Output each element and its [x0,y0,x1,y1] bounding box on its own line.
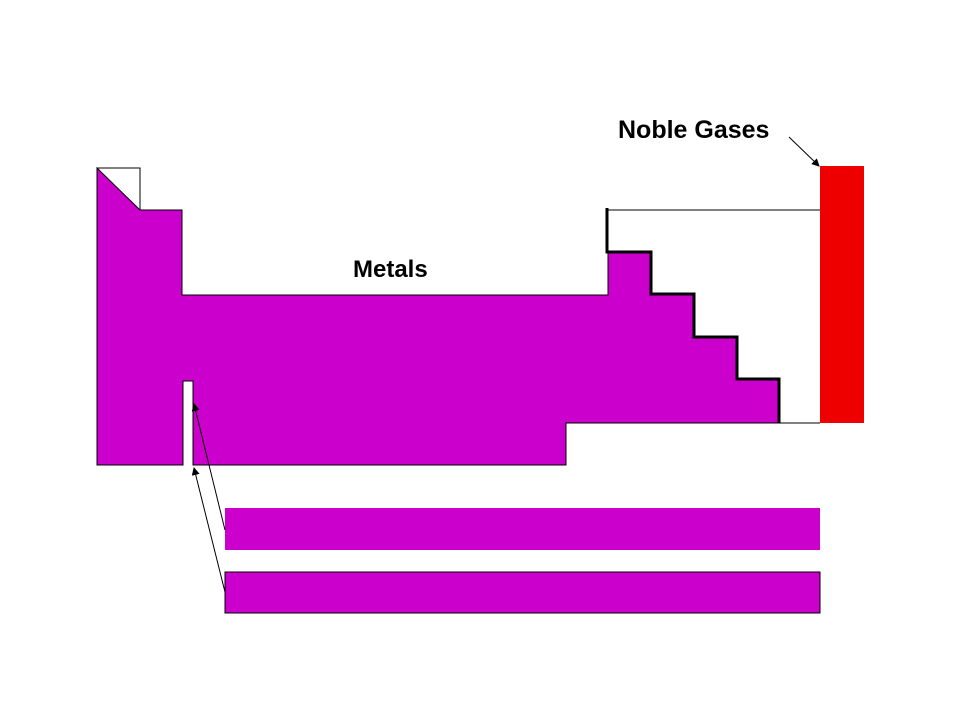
noble-gases-column [820,166,864,423]
lanthanide-pointer-line [191,403,226,531]
metals-region [96,166,780,466]
actinide-pointer-line [191,467,226,593]
actinide-row [224,571,821,614]
metalloid-staircase-line [605,208,781,423]
nonmetal-outline [608,209,820,424]
metals-label: Metals [353,256,428,283]
lanthanide-row [225,508,820,550]
noble-gases-arrow [788,136,820,167]
noble-gases-label: Noble Gases [618,116,770,144]
